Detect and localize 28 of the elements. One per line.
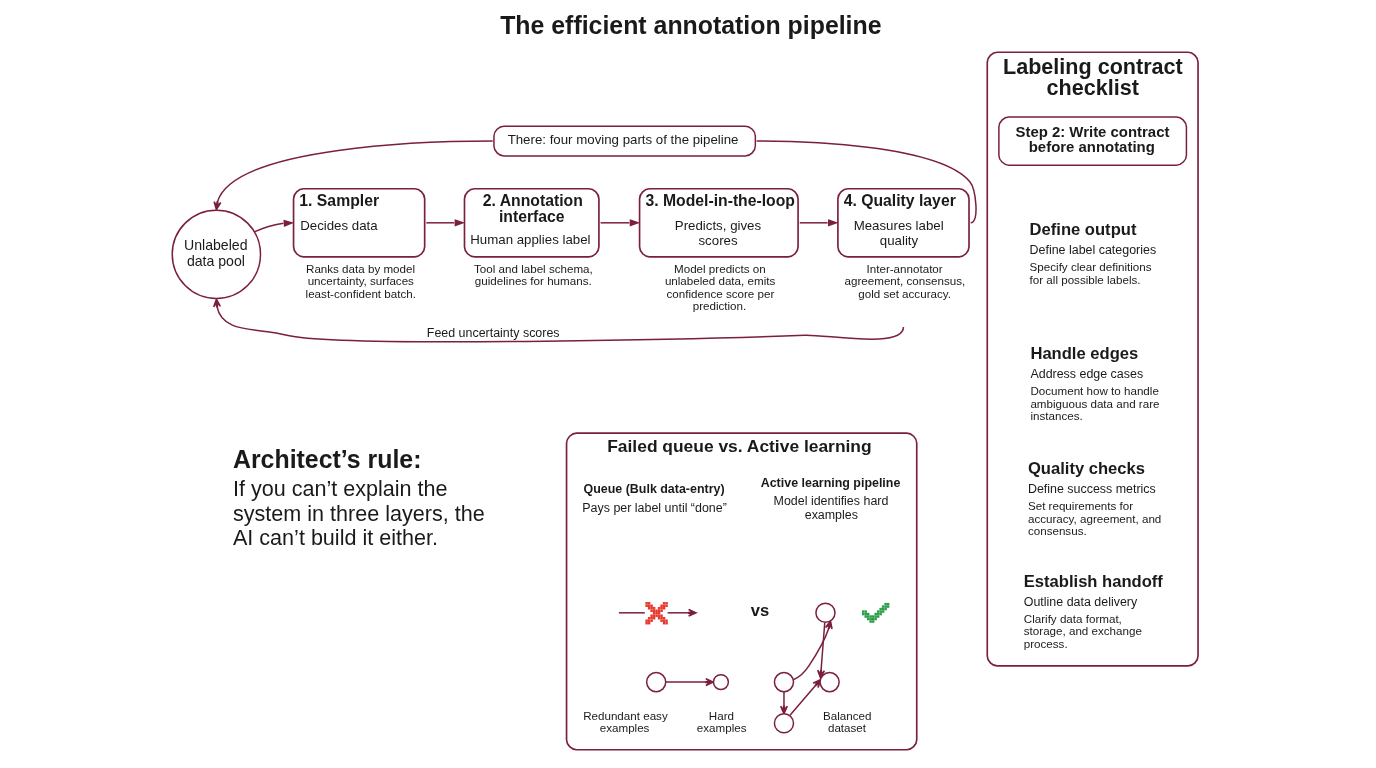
label: Clarify data format, storage, and exchange process. xyxy=(1023,611,1142,650)
label: Handle edges xyxy=(1029,344,1138,364)
label: Queue (Bulk data-entry) xyxy=(583,482,725,497)
label: Document how to handle ambiguous data and rare instances. xyxy=(1029,384,1160,423)
label: Model identifies hard examples xyxy=(773,493,888,523)
node-label: Inter-annotator agreement, consensus, gold set accuracy. xyxy=(844,261,965,300)
node-label: Balanced dataset xyxy=(822,709,871,735)
node-label: Redundant easy examples xyxy=(582,709,668,735)
node-label: Ranks data by model uncertainty, surfaces least-confident batch. xyxy=(305,261,416,300)
label: Define success metrics xyxy=(1027,482,1156,497)
label: Quality checks xyxy=(1027,459,1145,479)
label: Set requirements for accuracy, agreement, and consensus. xyxy=(1027,499,1161,537)
label: Define label categories xyxy=(1029,243,1156,258)
edge-label: Feed uncertainty scores xyxy=(426,325,560,340)
label: Address edge cases xyxy=(1029,367,1143,382)
label: Establish handoff xyxy=(1023,572,1163,592)
node-label: Hard examples xyxy=(696,709,747,735)
label: Architect’s rule: xyxy=(232,444,421,473)
label: Outline data delivery xyxy=(1023,595,1137,610)
node-label: Model predicts on unlabeled data, emits confidence score per prediction. xyxy=(664,261,775,313)
label: If you can’t explain the system in three layers, the AI can’t build it either. xyxy=(232,476,485,550)
node-label: Tool and label schema, guidelines for humans. xyxy=(473,261,593,288)
label: Active learning pipeline xyxy=(760,475,900,490)
label: Define output xyxy=(1029,220,1136,240)
label: Specify clear definitions for all possible labels. xyxy=(1029,260,1152,286)
diagram-title: The efficient annotation pipeline xyxy=(499,11,882,40)
label: vs xyxy=(750,601,769,621)
label: Pays per label until “done” xyxy=(581,500,727,515)
